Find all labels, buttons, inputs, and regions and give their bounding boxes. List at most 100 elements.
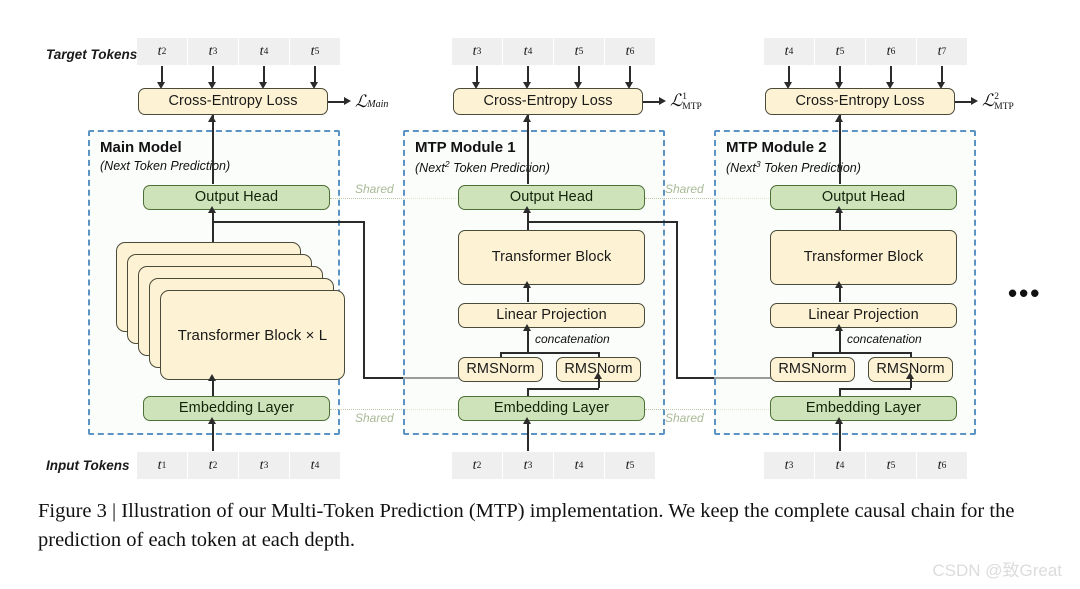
token-letter: t [835,457,840,473]
loss-subscript: MTP [682,101,702,112]
token-index: 4 [578,460,584,471]
arrow-line [955,101,971,103]
shared-output-head-connector-1 [330,198,458,199]
cross-entropy-loss-box-mtp1[interactable]: Cross-Entropy Loss [453,88,643,115]
token-letter: t [472,43,477,59]
token-index: 2 [476,460,482,471]
transformer-block-box-mtp1[interactable]: Transformer Block [458,230,645,285]
shared-output-head-connector-2 [645,198,773,199]
embedding-to-rmsnorm-mtp1 [527,388,599,390]
csdn-watermark: CSDN @致Great [932,561,1062,580]
arrow-line [263,66,265,82]
concatenation-label-mtp1: concatenation [535,332,610,346]
connector-line [527,388,529,396]
token-index: 2 [212,460,218,471]
subtitle-sup: 3 [755,159,761,169]
loss-script-l: ℒ [982,91,995,110]
linear-projection-box-mtp2[interactable]: Linear Projection [770,303,957,328]
arrow-line [314,66,316,82]
token-letter: t [937,457,942,473]
arrow-line [328,101,344,103]
embedding-layer-box-mtp2[interactable]: Embedding Layer [770,396,957,421]
output-head-box-main[interactable]: Output Head [143,185,330,210]
token-index: 6 [890,46,896,57]
arrow-head-down [784,82,792,89]
arrow-head-right [344,97,351,105]
arrow-line [839,66,841,82]
token-letter: t [574,457,579,473]
arrow-head-up [835,324,843,331]
arrow-head-up [906,372,914,379]
output-head-box-mtp1[interactable]: Output Head [458,185,645,210]
embedding-layer-box-main[interactable]: Embedding Layer [143,396,330,421]
mtp-module-1-title: MTP Module 1 [415,139,516,156]
cross-entropy-loss-box-main[interactable]: Cross-Entropy Loss [138,88,328,115]
rmsnorm-left-box-mtp2[interactable]: RMSNorm [770,357,855,382]
shared-label-output-head-2: Shared [665,182,704,196]
token-index: 3 [476,46,482,57]
cross-entropy-loss-box-mtp2[interactable]: Cross-Entropy Loss [765,88,955,115]
continuation-ellipsis: ••• [1008,278,1042,308]
shared-embedding-connector-2 [645,409,773,410]
shared-label-output-head-1: Shared [355,182,394,196]
transformer-block-box-main[interactable]: Transformer Block × L [160,290,345,380]
arrow-line [788,66,790,82]
transformer-block-box-mtp2[interactable]: Transformer Block [770,230,957,285]
token-letter: t [835,43,840,59]
arrow-head-down [472,82,480,89]
token-letter: t [937,43,942,59]
mtp-module-2-subtitle: (Next3 Token Prediction) [726,159,861,175]
arrow-head-up [523,281,531,288]
shared-label-embedding-1: Shared [355,411,394,425]
arrow-head-up [835,281,843,288]
arrow-head-down [835,82,843,89]
arrow-head-right [971,97,978,105]
connector-line [598,378,600,388]
connector-line [212,380,214,396]
arrow-line [578,66,580,82]
connector-line [527,421,529,451]
connector-line [527,210,529,237]
main-model-subtitle: (Next Token Prediction) [100,159,230,173]
arrow-line [890,66,892,82]
subtitle-post: Token Prediction) [760,161,861,176]
token-index: 5 [314,46,320,57]
connector-line [839,421,841,451]
concat-bracket-right-mtp2 [910,352,912,357]
linear-projection-box-mtp1[interactable]: Linear Projection [458,303,645,328]
input-tokens-row-label: Input Tokens [46,458,130,473]
embedding-layer-box-mtp1[interactable]: Embedding Layer [458,396,645,421]
connector-line [839,328,841,353]
loss-superscript: 2 [994,92,999,103]
causal-branch-vertical-mtp1 [676,221,678,378]
token-index: 3 [263,460,269,471]
concat-bracket-horizontal-mtp2 [812,352,911,354]
transformer-block-label-main: Transformer Block × L [177,326,328,344]
token-letter: t [523,457,528,473]
subtitle-pre: (Next [100,159,130,173]
connector-line [910,378,912,388]
token-letter: t [208,457,213,473]
arrow-line [476,66,478,82]
token-letter: t [208,43,213,59]
token-letter: t [259,43,264,59]
main-model-title: Main Model [100,139,182,156]
arrow-head-down [625,82,633,89]
concat-bracket-left-mtp1 [500,352,502,357]
token-letter: t [523,43,528,59]
token-index: 6 [941,460,947,471]
rmsnorm-left-box-mtp1[interactable]: RMSNorm [458,357,543,382]
output-head-box-mtp2[interactable]: Output Head [770,185,957,210]
mtp-module-1-subtitle: (Next2 Token Prediction) [415,159,550,175]
arrow-head-up [208,417,216,424]
shared-embedding-connector-1 [330,409,458,410]
arrow-head-up [208,374,216,381]
